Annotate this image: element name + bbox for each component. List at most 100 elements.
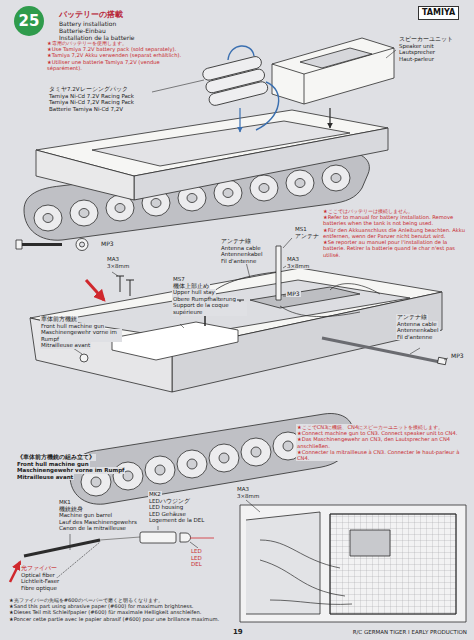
screw-size-group: MA33×8mm bbox=[236, 486, 270, 499]
brand-logo: TAMIYA bbox=[418, 6, 459, 20]
part-label: Lauf des Maschinengewehrs bbox=[58, 519, 138, 526]
upper-hull-stay bbox=[112, 322, 238, 360]
antenna-pipe bbox=[322, 338, 440, 362]
part-label-group: アンテナ線Antenna cableAntennenkabelFil d'ant… bbox=[396, 314, 464, 340]
part-number: MP3 bbox=[100, 240, 115, 247]
part-label: Upper hull stay bbox=[172, 289, 216, 296]
part-label: Fil d'antenne bbox=[396, 334, 433, 341]
hull-cutaway bbox=[246, 512, 320, 614]
attention-arrow bbox=[86, 280, 104, 300]
part-label: Antennenkabel bbox=[396, 327, 440, 334]
screw-size-group: MA33×8mm bbox=[106, 256, 136, 269]
ring-icon bbox=[80, 242, 85, 247]
detail-inset bbox=[240, 505, 466, 622]
step-title: バッテリーの搭載 bbox=[58, 10, 124, 20]
install-arrow bbox=[329, 108, 330, 128]
part-label: LED Gehäuse bbox=[148, 511, 187, 518]
screw-size: 3×8mm bbox=[286, 263, 310, 270]
caution-note: ★Connecter la mitrailleuse à CN3. Connec… bbox=[296, 449, 466, 461]
optical-fiber bbox=[100, 537, 140, 540]
part-label: アンテナ線 bbox=[220, 238, 252, 245]
part-number: MS1 bbox=[294, 226, 308, 233]
part-label-group: スピーカーユニットSpeaker unitLautsprecherHaut-pa… bbox=[398, 36, 468, 62]
battery-pack bbox=[202, 55, 269, 106]
footnote: ★Poncer cette partie avec le papier abra… bbox=[8, 616, 220, 622]
part-label: LEDハウジング bbox=[148, 498, 191, 505]
caution-note: ★Für den Akkuanschluss die Anleitung bea… bbox=[322, 227, 468, 239]
step-heading: Battery installation bbox=[58, 20, 117, 27]
machine-gun-barrel bbox=[24, 540, 100, 556]
attention-arrow bbox=[10, 562, 20, 582]
part-label: Antenna cable bbox=[396, 321, 438, 328]
part-number: MP3 bbox=[450, 352, 465, 359]
part-label: Optical fiber bbox=[20, 572, 56, 579]
section-heading: Maschinengewehr vorne im Rumpf bbox=[16, 467, 125, 474]
model-name: R/C GERMAN TIGER I EARLY PRODUCTION bbox=[352, 629, 468, 636]
part-label: LED bbox=[190, 555, 203, 562]
part-number: MP3 bbox=[286, 290, 301, 297]
speaker-unit bbox=[272, 38, 394, 104]
part-label: Lichtleit-Faser bbox=[20, 578, 60, 585]
part-label-group: 車体前方機銃Front hull machine gunMaschinengew… bbox=[40, 316, 122, 349]
screw-size: MA3 bbox=[236, 486, 250, 493]
circuit-board bbox=[330, 514, 456, 614]
speaker-grille bbox=[300, 48, 372, 68]
part-label-group: LEDLEDDEL bbox=[190, 548, 220, 568]
circuit-board bbox=[330, 514, 456, 614]
part-label: MK1 bbox=[58, 499, 72, 506]
battery-wire bbox=[228, 46, 254, 60]
control-unit bbox=[250, 287, 360, 308]
battery-wire bbox=[256, 82, 279, 130]
caution-note: ★Utiliser une batterie Tamiya 7,2V (vend… bbox=[46, 59, 196, 71]
wiring bbox=[260, 540, 352, 604]
part-label: Tamiya Ni-Cd 7.2V Racing Pack bbox=[48, 93, 135, 100]
part-label: Machine gun barrel bbox=[58, 512, 113, 519]
part-label: 光ファイバー bbox=[20, 565, 58, 572]
part-label-group: タミヤ7.2VレーシングパックTamiya Ni-Cd 7.2V Racing … bbox=[48, 86, 158, 112]
part-label-group: アンテナ線Antenna cableAntennenkabelFil d'ant… bbox=[220, 238, 272, 264]
led-lead bbox=[190, 538, 214, 539]
part-label: Fil d'antenne bbox=[220, 258, 257, 265]
screw bbox=[116, 276, 134, 296]
part-number-group: MS1アンテナ bbox=[294, 226, 334, 239]
part-label-group: MS7機体上部止めUpper hull stayObere Rumpfhalte… bbox=[172, 276, 247, 316]
caution-note-group: ★専用のバッテリーを使用します。★Use Tamiya 7.2V battery… bbox=[46, 40, 196, 71]
part-label: アンテナ線 bbox=[396, 314, 428, 321]
part-label: Canon de la mitrailleuse bbox=[58, 525, 127, 532]
part-label-group: MK2LEDハウジングLED housingLED GehäuseLogemen… bbox=[148, 491, 228, 524]
screw-size: 3×8mm bbox=[106, 263, 130, 270]
part-label: 車体前方機銃 bbox=[40, 316, 78, 323]
part-label: LED housing bbox=[148, 504, 184, 511]
part-label: Mitrailleuse avant bbox=[40, 342, 91, 349]
led bbox=[180, 533, 191, 542]
part-number-group: MP3 bbox=[450, 352, 472, 359]
part-label: タミヤ7.2Vレーシングパック bbox=[48, 86, 129, 93]
part-label: Logement de la DEL bbox=[148, 517, 205, 524]
part-label: Batterie Tamiya Ni-Cd 7,2V bbox=[48, 106, 124, 113]
screw-size: MA3 bbox=[286, 256, 300, 263]
section-heading-group: 《車体前方機銃の組み立て》Front hull machine gunMasch… bbox=[16, 454, 158, 480]
part-number-group: MP3 bbox=[286, 290, 310, 297]
part-label: MS7 bbox=[172, 276, 186, 283]
part-label: MK2 bbox=[148, 491, 162, 498]
part-label: Lautsprecher bbox=[398, 49, 436, 56]
brand-logo-group: TAMIYA bbox=[418, 6, 470, 20]
part-label: Obere Rumpfhalterung bbox=[172, 296, 237, 303]
machine-gun-mount bbox=[80, 354, 88, 362]
model-name-group: R/C GERMAN TIGER I EARLY PRODUCTION bbox=[300, 629, 468, 636]
antenna-tube bbox=[276, 246, 281, 300]
part-label: Antenna cable bbox=[220, 245, 262, 252]
led-housing bbox=[140, 532, 176, 543]
part-label: Speaker unit bbox=[398, 43, 435, 50]
part-label: Antennenkabel bbox=[220, 251, 264, 258]
section-heading: 《車体前方機銃の組み立て》 bbox=[16, 454, 96, 461]
screw-size: 3×8mm bbox=[236, 493, 260, 500]
part-label-group: MK1機銃銃身Machine gun barrelLauf des Maschi… bbox=[58, 499, 138, 532]
caution-note-group: ★ここではバッテリーは接続しません。★Refer to manual for b… bbox=[322, 208, 468, 258]
part-number: アンテナ bbox=[294, 233, 320, 240]
screw-icon bbox=[22, 243, 62, 246]
screw-size-group: MA33×8mm bbox=[286, 256, 316, 269]
part-label: Support de la coque supérieure bbox=[172, 302, 247, 315]
install-arrow bbox=[239, 108, 240, 132]
section-heading: Mitrailleuse avant bbox=[16, 474, 74, 481]
